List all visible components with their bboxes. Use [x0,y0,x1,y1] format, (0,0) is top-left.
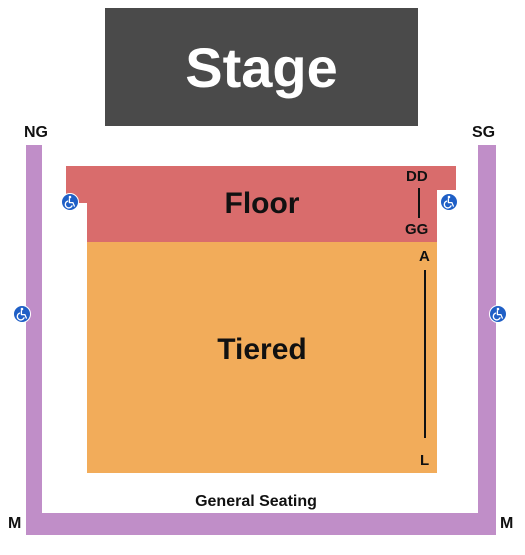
tiered-row-line [424,270,426,438]
tiered-row-end: L [420,452,430,469]
general-seating-right-rail[interactable] [478,145,496,535]
general-seating-left-rail[interactable] [26,145,42,535]
bottom-right-gate-label: M [500,515,514,532]
tiered-section-label: Tiered [217,332,307,366]
wheelchair-icon[interactable] [440,193,458,211]
floor-row-line [418,188,420,218]
wheelchair-glyph-icon [443,195,455,209]
general-seating-bottom-rail[interactable] [26,513,496,535]
bottom-left-gate-label: M [8,515,22,532]
north-gate-label: NG [24,124,48,141]
wheelchair-icon[interactable] [61,193,79,211]
wheelchair-glyph-icon [64,195,76,209]
tiered-section[interactable] [87,242,437,473]
general-seating-label: General Seating [195,493,317,510]
floor-row-end: GG [405,221,429,238]
floor-row-start: DD [406,168,428,185]
tiered-row-start: A [419,248,430,265]
wheelchair-icon[interactable] [13,305,31,323]
south-gate-label: SG [472,124,496,141]
wheelchair-glyph-icon [16,307,28,321]
stage-label: Stage [185,35,338,99]
stage: Stage [105,8,418,126]
wheelchair-icon[interactable] [489,305,507,323]
wheelchair-glyph-icon [492,307,504,321]
floor-section-label: Floor [224,187,300,220]
